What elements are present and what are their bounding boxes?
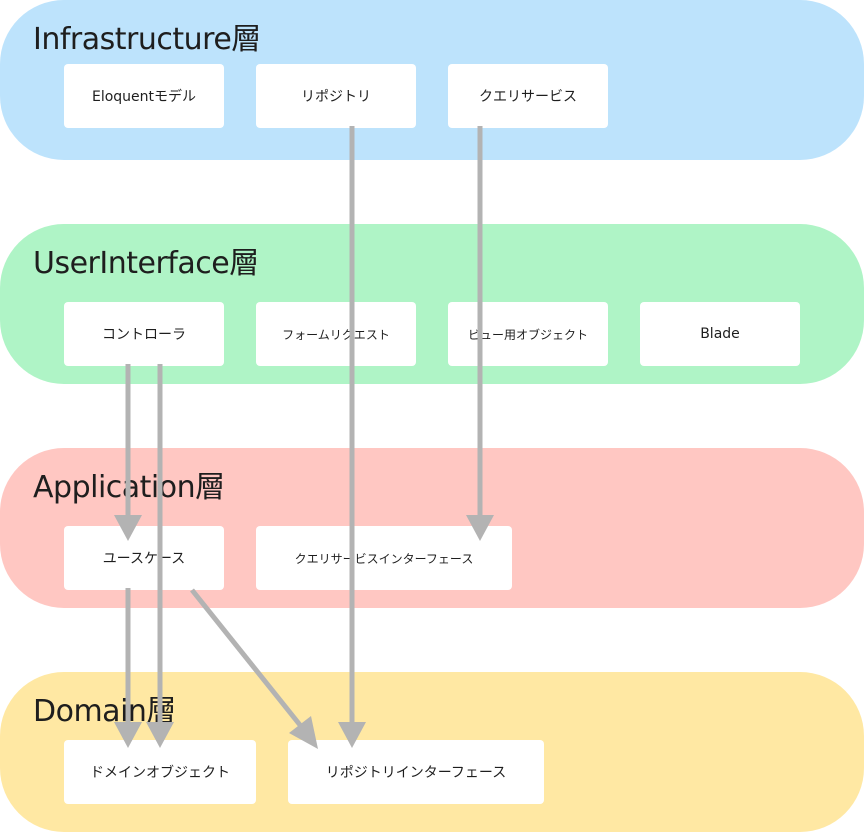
domain-layer-title: Domain層 — [33, 694, 176, 729]
application-layer-title: Application層 — [33, 470, 225, 505]
node-repository-interface: リポジトリインターフェース — [288, 740, 544, 804]
node-domain-object: ドメインオブジェクト — [64, 740, 256, 804]
node-controller: コントローラ — [64, 302, 224, 366]
node-usecase: ユースケース — [64, 526, 224, 590]
node-query-service-interface: クエリサービスインターフェース — [256, 526, 512, 590]
node-view-object: ビュー用オブジェクト — [448, 302, 608, 366]
node-eloquent-model: Eloquentモデル — [64, 64, 224, 128]
node-blade: Blade — [640, 302, 800, 366]
node-query-service: クエリサービス — [448, 64, 608, 128]
user-interface-layer-title: UserInterface層 — [33, 246, 259, 281]
node-repository: リポジトリ — [256, 64, 416, 128]
infrastructure-layer-title: Infrastructure層 — [33, 22, 261, 57]
node-form-request: フォームリクエスト — [256, 302, 416, 366]
